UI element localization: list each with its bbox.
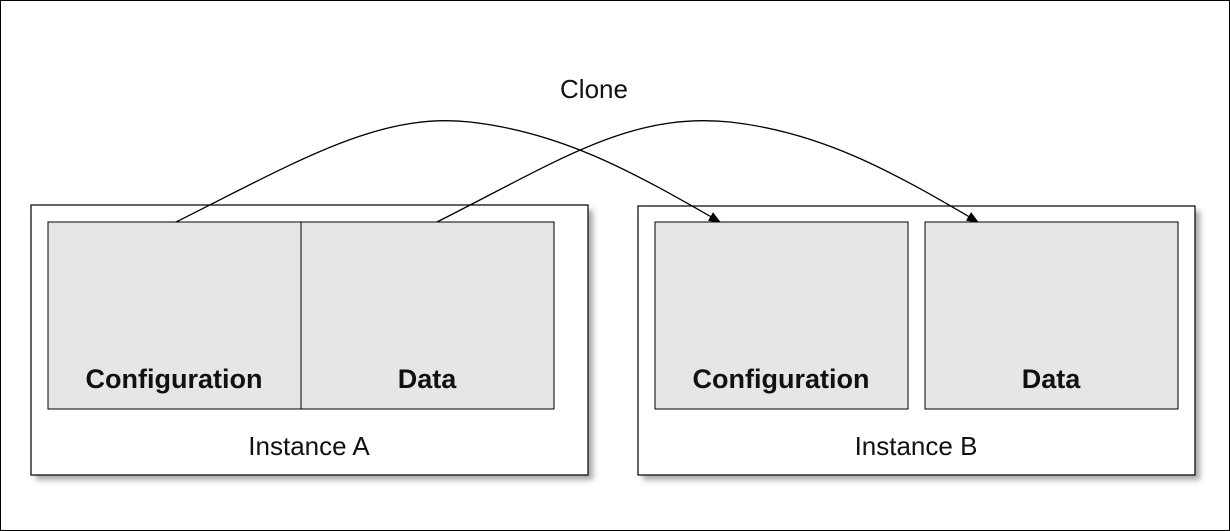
clone-arrow-configuration [175, 120, 721, 223]
instance-a: Configuration Data Instance A [30, 204, 593, 480]
instance-a-label: Instance A [248, 431, 370, 461]
instance-b-configuration-panel [654, 221, 909, 410]
instance-a-data-label: Data [398, 364, 458, 394]
instance-b-data-label: Data [1022, 364, 1082, 394]
instance-b-configuration-label: Configuration [693, 364, 870, 394]
instance-b-label: Instance B [855, 431, 978, 461]
instance-b: Configuration Data Instance B [637, 205, 1200, 480]
clone-label: Clone [560, 74, 628, 104]
instance-a-configuration-label: Configuration [86, 364, 263, 394]
clone-arrow-data [436, 120, 979, 223]
instance-a-configuration-panel [47, 221, 302, 410]
instance-a-data-panel [300, 221, 555, 410]
instance-b-data-panel [924, 221, 1179, 410]
